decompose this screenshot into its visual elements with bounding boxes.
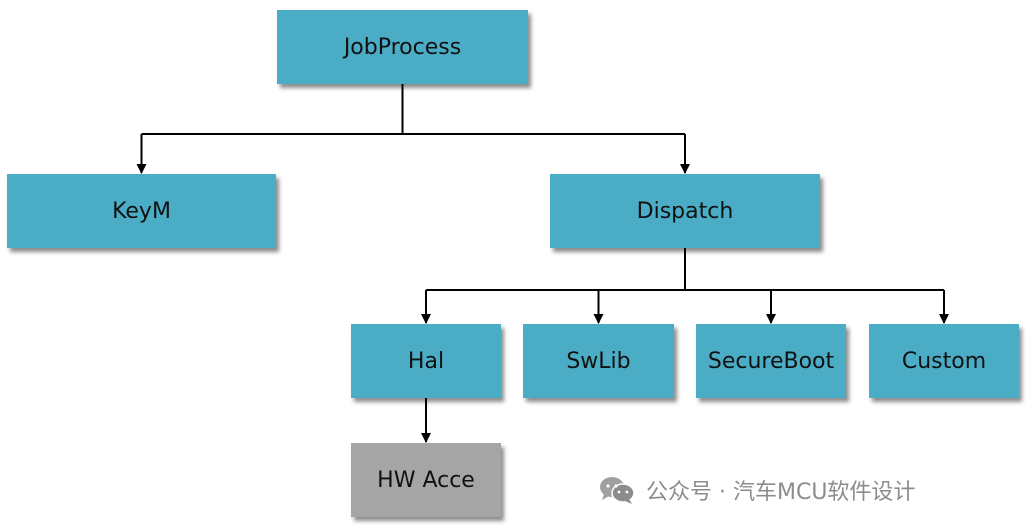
- watermark-text: 公众号 · 汽车MCU软件设计: [646, 480, 916, 505]
- swlib-node: SwLib: [523, 324, 674, 398]
- hal-label: Hal: [407, 348, 445, 374]
- hwacce-node: HW Acce: [351, 443, 501, 517]
- custom-node: Custom: [869, 324, 1019, 398]
- jobprocess-label: JobProcess: [343, 34, 462, 60]
- keym-node: KeyM: [7, 174, 276, 248]
- hal-node: Hal: [351, 324, 501, 398]
- dispatch-node: Dispatch: [550, 174, 820, 248]
- swlib-label: SwLib: [566, 348, 631, 374]
- secureboot-node: SecureBoot: [696, 324, 846, 398]
- dispatch-label: Dispatch: [636, 198, 734, 224]
- keym-label: KeyM: [112, 198, 171, 224]
- watermark: 公众号 · 汽车MCU软件设计: [598, 474, 915, 506]
- custom-label: Custom: [901, 348, 987, 374]
- connector-trunk-dispatch: [426, 248, 944, 291]
- secureboot-label: SecureBoot: [707, 348, 835, 374]
- jobprocess-node: JobProcess: [277, 10, 528, 84]
- hwacce-label: HW Acce: [377, 467, 475, 493]
- wechat-icon: [600, 477, 635, 504]
- connector-trunk-jobprocess: [141, 84, 685, 135]
